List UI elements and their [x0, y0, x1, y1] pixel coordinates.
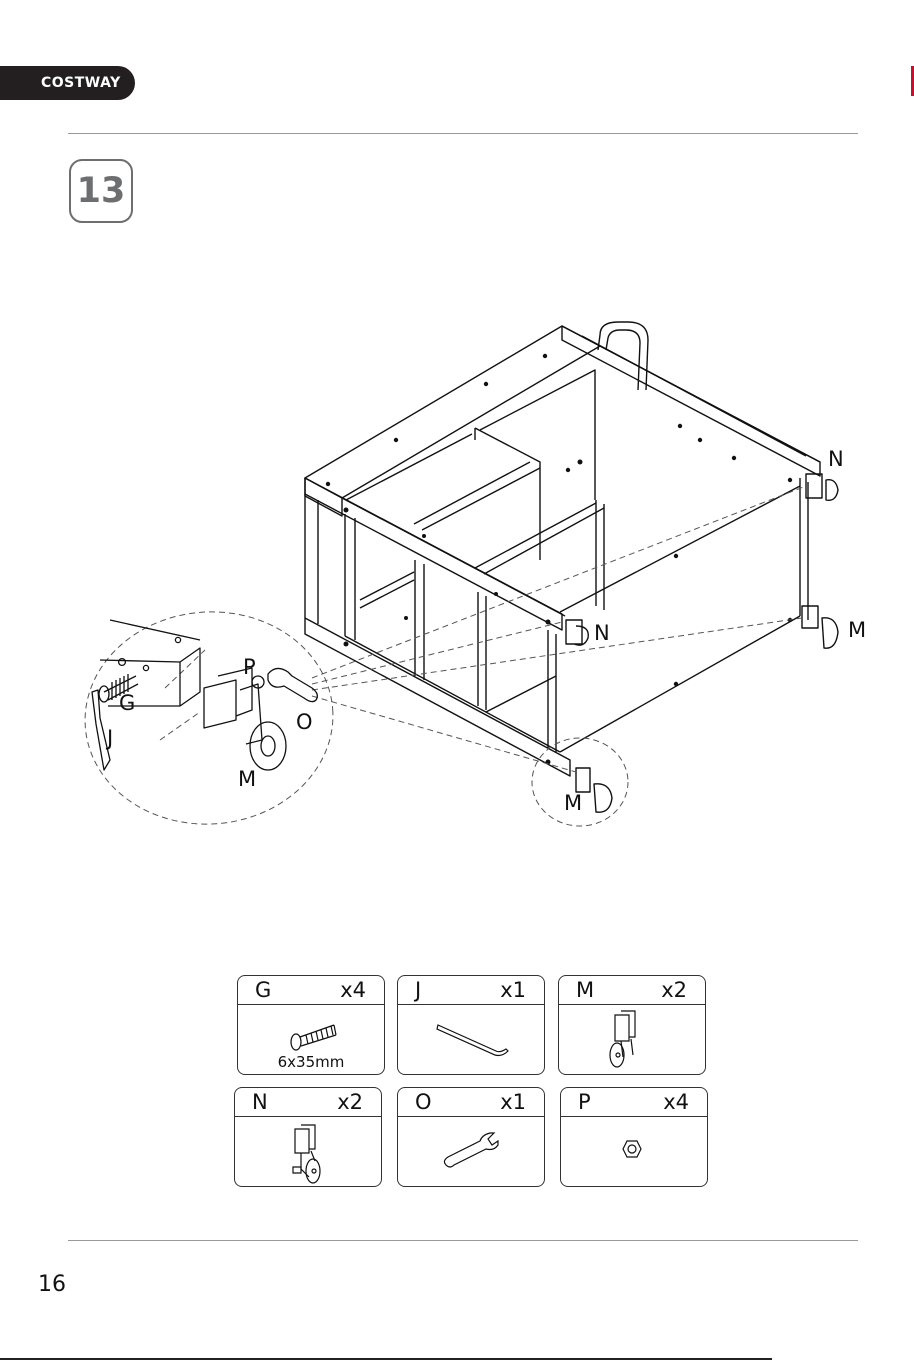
part-letter: M — [576, 978, 594, 1002]
part-letter: P — [578, 1090, 591, 1114]
allen-key-icon — [398, 1005, 544, 1074]
locking-caster-icon — [235, 1117, 381, 1186]
part-size-label: 6x35mm — [238, 1053, 384, 1071]
frame-bottom-rail — [305, 618, 570, 776]
header-divider — [68, 133, 858, 134]
part-card-m: M x2 — [558, 975, 706, 1075]
assembly-illustration: P G J O M N N M M — [0, 300, 914, 840]
part-quantity: x2 — [661, 978, 687, 1002]
wrench-icon — [398, 1117, 544, 1186]
parts-list: G x4 6x35mm J x1 M x2 — [234, 975, 709, 1190]
frame-back-rail — [305, 326, 600, 498]
bottom-edge-line — [0, 1358, 772, 1360]
callout-m-detail: M — [238, 767, 256, 791]
part-quantity: x1 — [500, 1090, 526, 1114]
frame-front-rail — [305, 478, 562, 630]
part-letter: N — [252, 1090, 268, 1114]
callout-m-side: M — [848, 618, 866, 642]
frame-right-rail — [562, 326, 820, 476]
part-card-g: G x4 6x35mm — [237, 975, 385, 1075]
handle-bar — [598, 322, 648, 390]
part-card-o: O x1 — [397, 1087, 545, 1187]
page-number: 16 — [38, 1272, 66, 1297]
part-quantity: x2 — [337, 1090, 363, 1114]
part-quantity: x1 — [500, 978, 526, 1002]
callout-n-back: N — [828, 447, 844, 471]
caster-n-front — [566, 620, 588, 645]
callout-m-front: M — [564, 791, 582, 815]
callout-g: G — [119, 691, 135, 715]
part-quantity: x4 — [663, 1090, 689, 1114]
part-quantity: x4 — [340, 978, 366, 1002]
part-card-n: N x2 — [234, 1087, 382, 1187]
part-letter: G — [255, 978, 271, 1002]
shelf-divider — [475, 428, 540, 560]
detail-wrench-o — [268, 668, 317, 701]
caster-icon — [559, 1005, 705, 1074]
callout-o: O — [296, 710, 313, 734]
right-end-panel — [800, 478, 808, 620]
detail-caster-wheel-m — [250, 722, 286, 770]
part-letter: J — [415, 978, 421, 1002]
callout-n-front: N — [594, 621, 610, 645]
footer-divider — [68, 1240, 858, 1241]
brand-logo: COSTWAY — [0, 66, 135, 100]
caster-n-back — [806, 474, 838, 500]
callout-p: P — [243, 655, 256, 679]
nut-icon — [561, 1117, 707, 1186]
part-card-p: P x4 — [560, 1087, 708, 1187]
detail-frame-tube — [100, 648, 200, 706]
part-letter: O — [415, 1090, 432, 1114]
part-card-j: J x1 — [397, 975, 545, 1075]
step-number-badge: 13 — [69, 159, 133, 223]
center-column — [415, 560, 424, 680]
callout-j: J — [105, 726, 113, 750]
